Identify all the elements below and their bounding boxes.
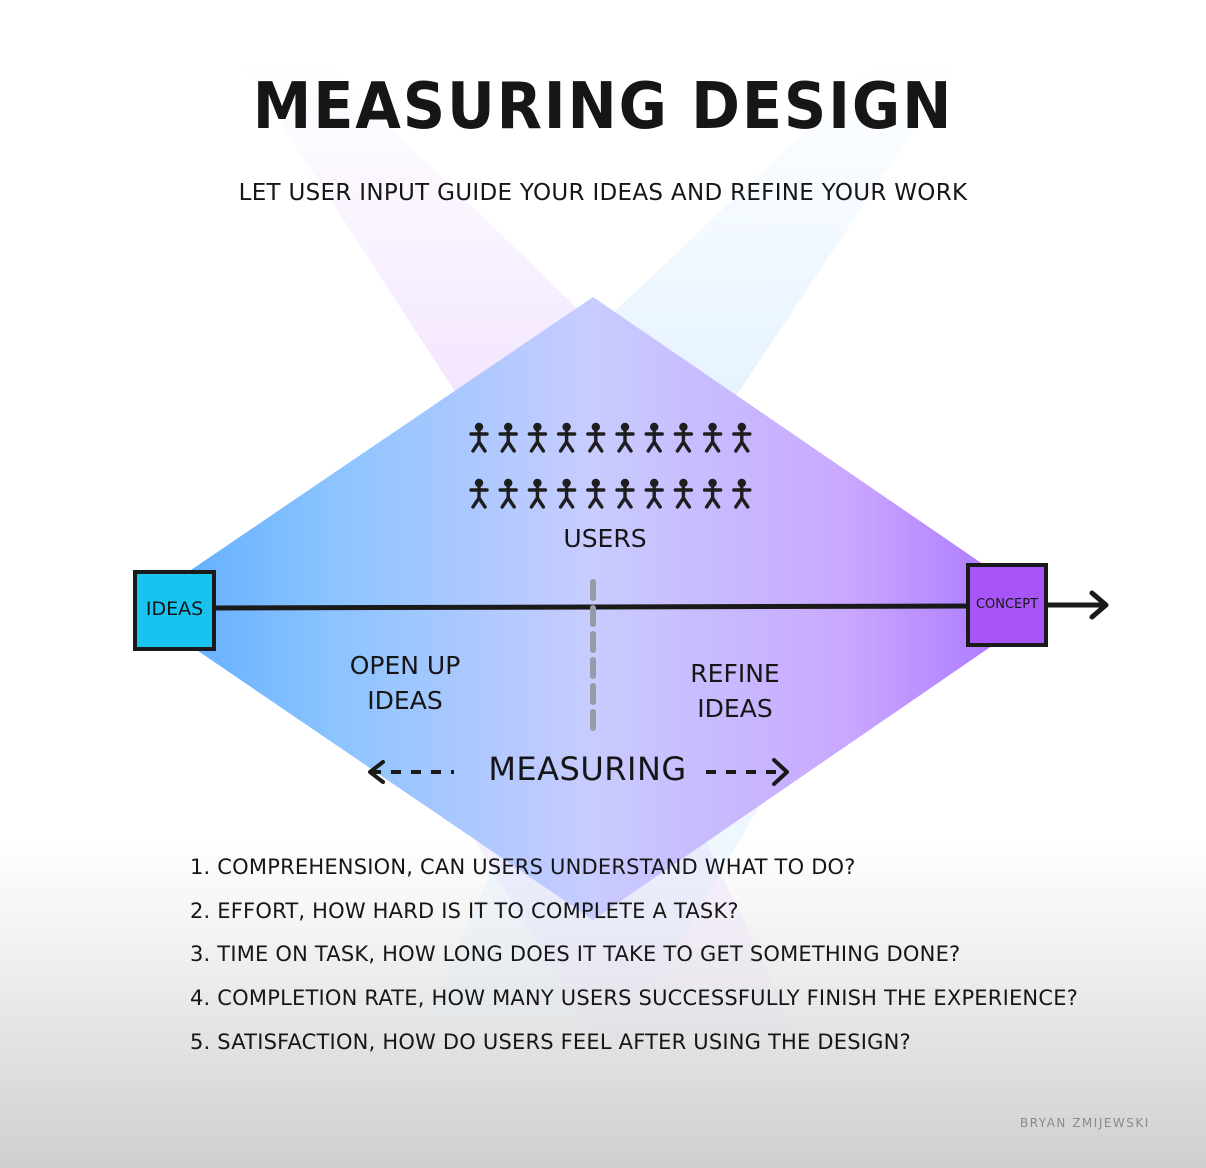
page-title: MEASURING DESIGN	[252, 70, 954, 144]
concept-box	[966, 563, 1048, 647]
criterion-item: 4. COMPLETION RATE, HOW MANY USERS SUCCE…	[190, 986, 1079, 1011]
measuring-right-arrow	[706, 758, 789, 786]
measuring-label: MEASURING	[488, 750, 687, 788]
criterion-item: 2. EFFORT, HOW HARD IS IT TO COMPLETE A …	[190, 898, 739, 923]
ideas-box	[133, 570, 216, 651]
timeline-arrowhead	[1089, 590, 1109, 620]
users-label: USERS	[563, 524, 647, 553]
measuring-left-arrow	[368, 760, 454, 784]
criterion-item: 3. TIME ON TASK, HOW LONG DOES IT TAKE T…	[190, 942, 961, 967]
author-signature: BRYAN ZMIJEWSKI	[1020, 1116, 1150, 1130]
criterion-item: 5. SATISFACTION, HOW DO USERS FEEL AFTER…	[190, 1029, 911, 1054]
concept-box-label: CONCEPT	[975, 597, 1039, 612]
open-up-ideas-label: OPEN UP IDEAS	[349, 651, 461, 715]
measurement-criteria-list: 1. COMPREHENSION, CAN USERS UNDERSTAND W…	[190, 852, 1078, 1070]
ideas-box-label: IDEAS	[145, 598, 204, 620]
criterion-item: 1. COMPREHENSION, CAN USERS UNDERSTAND W…	[190, 855, 856, 879]
page-subtitle: LET USER INPUT GUIDE YOUR IDEAS AND REFI…	[238, 180, 968, 206]
refine-ideas-label: REFINE IDEAS	[690, 659, 780, 723]
